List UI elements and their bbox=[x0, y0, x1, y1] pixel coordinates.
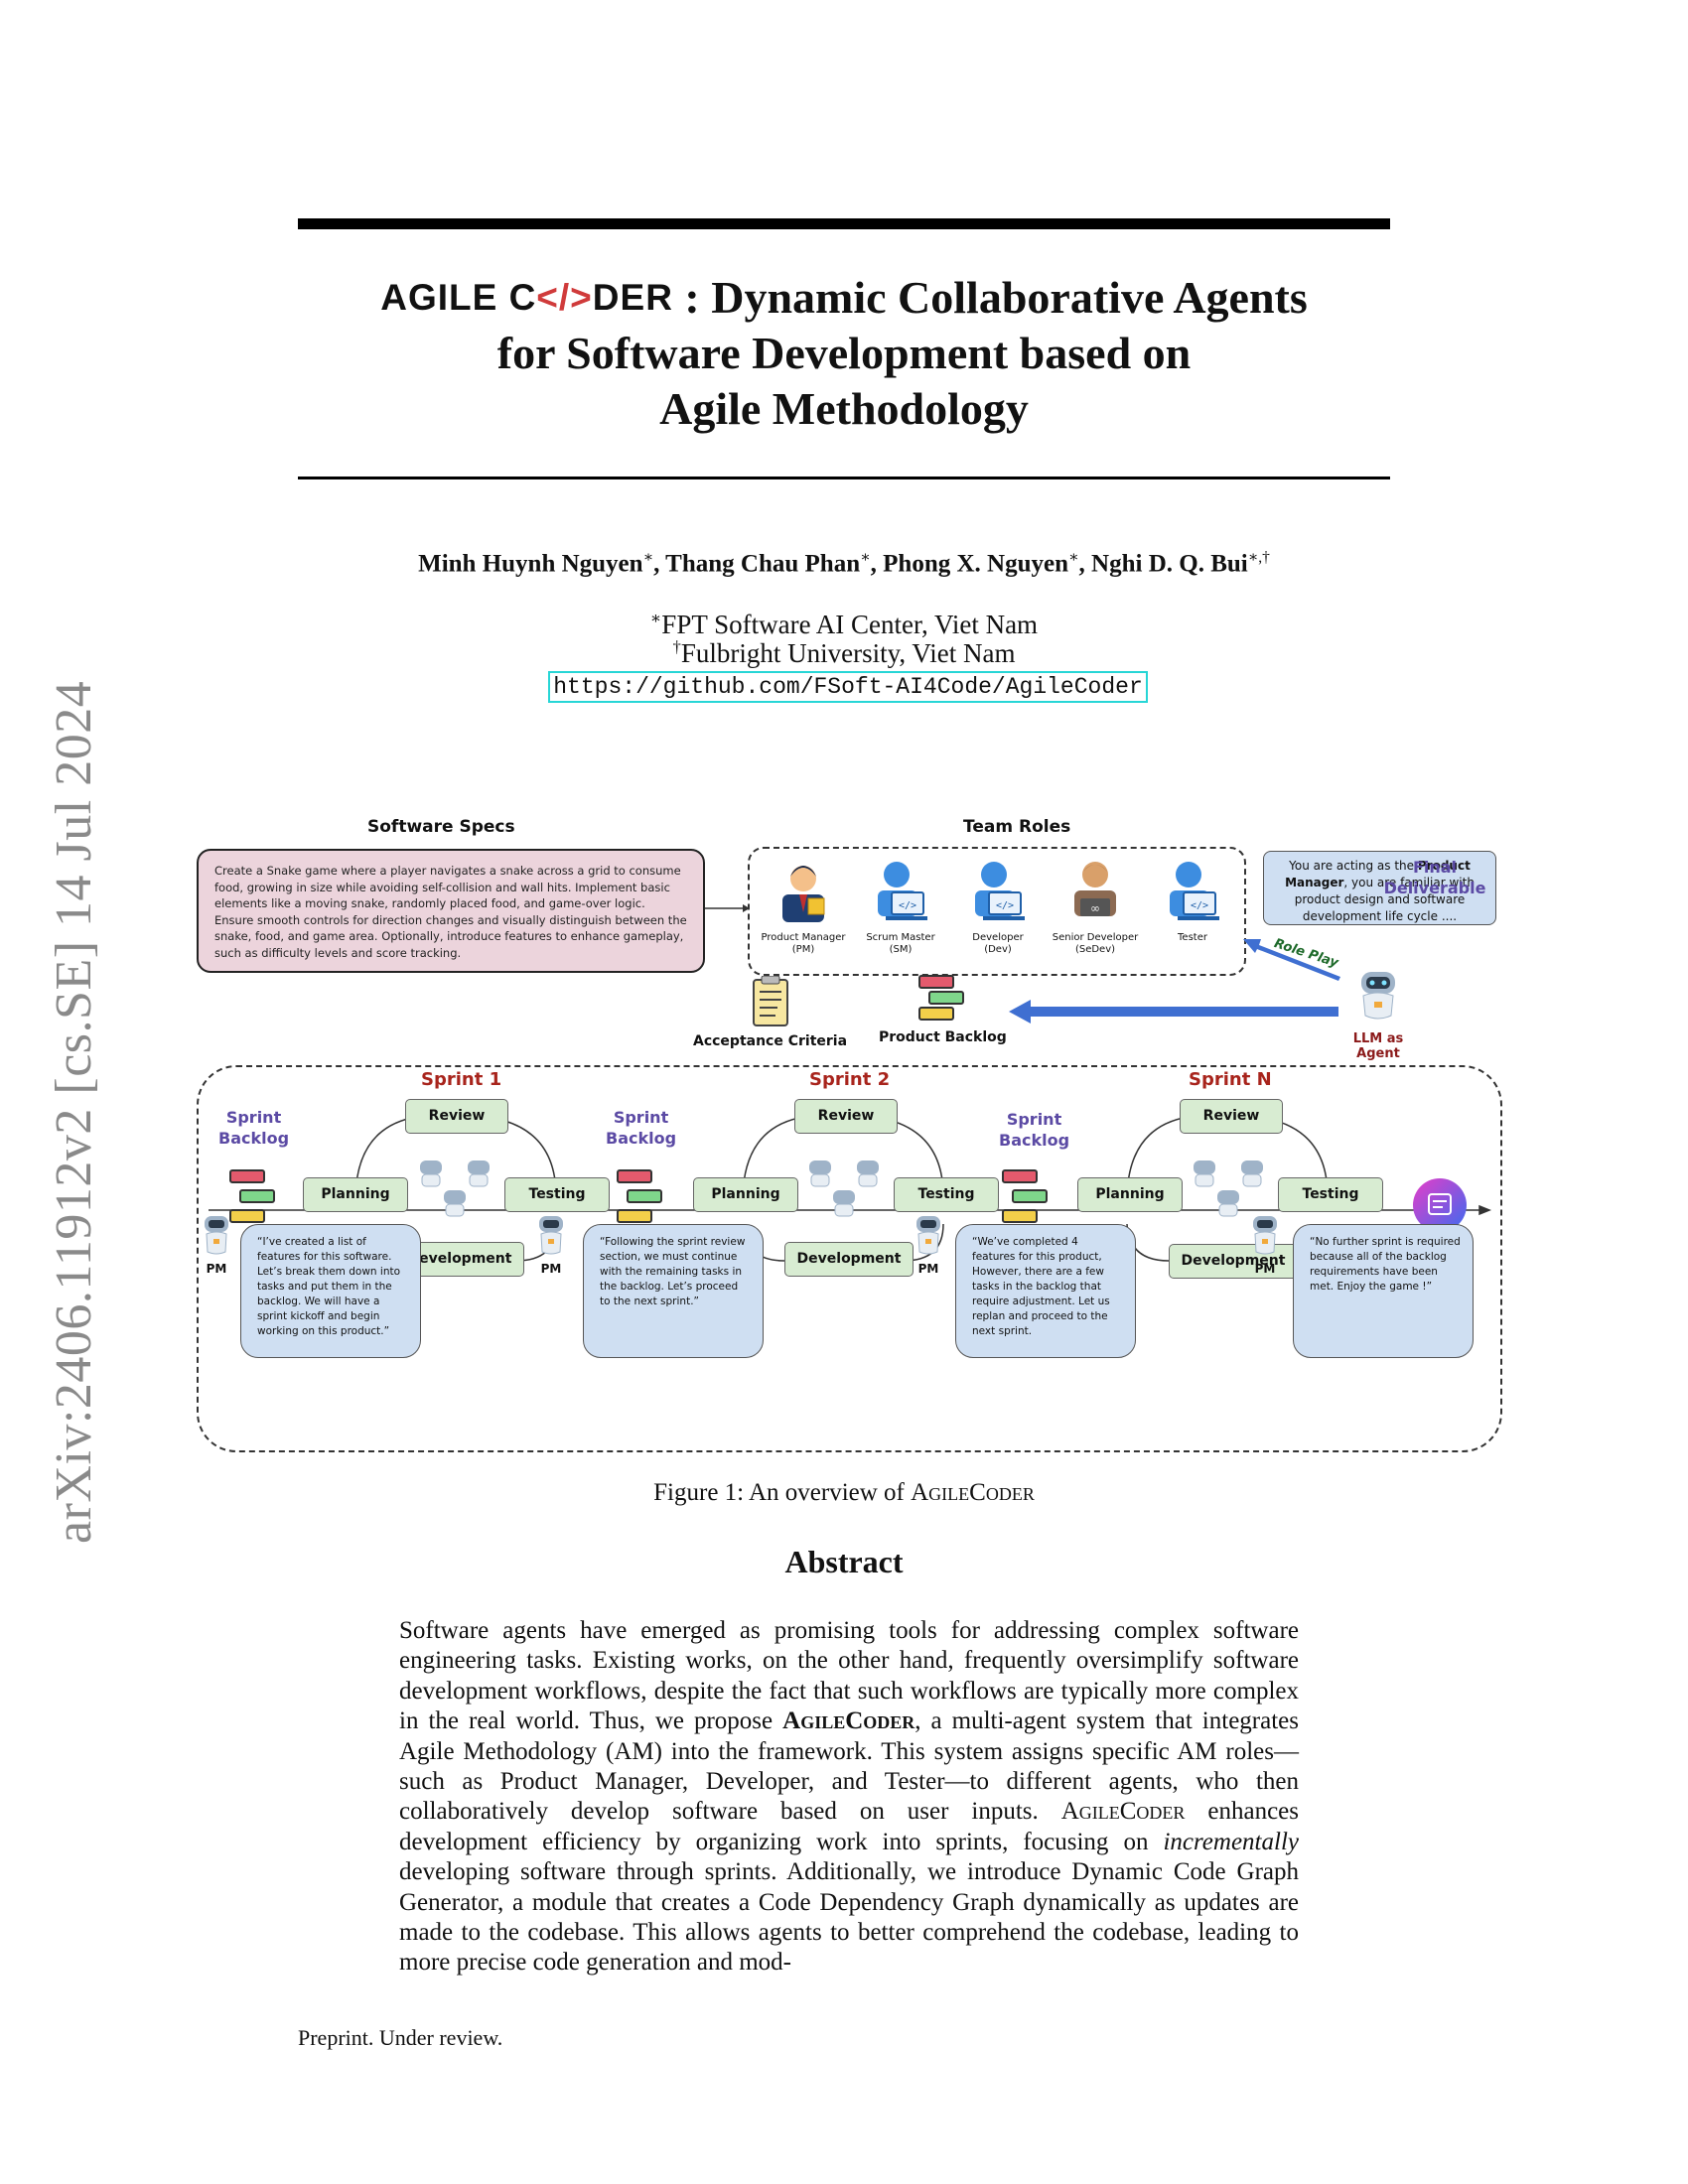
developer-icon: </> bbox=[975, 862, 1025, 920]
planning-node: Planning bbox=[303, 1177, 408, 1212]
planning-node: Planning bbox=[1077, 1177, 1183, 1212]
role-play-arrow bbox=[1243, 939, 1340, 981]
robot-icon bbox=[539, 1216, 563, 1255]
repository-link[interactable]: https://github.com/FSoft-AI4Code/AgileCo… bbox=[548, 671, 1148, 703]
robot-icon bbox=[1361, 972, 1395, 1020]
svg-text:∞: ∞ bbox=[1090, 901, 1100, 915]
title-bottom-rule bbox=[298, 477, 1390, 479]
sprint-2-title: Sprint 2 bbox=[809, 1069, 891, 1090]
llm-to-backlog-arrow bbox=[1009, 1000, 1338, 1024]
planning-node: Planning bbox=[693, 1177, 798, 1212]
pm-quote: “I’ve created a list of features for thi… bbox=[240, 1224, 421, 1358]
abstract-body: Software agents have emerged as promisin… bbox=[399, 1617, 1299, 1977]
review-node: Review bbox=[405, 1099, 508, 1134]
paper-title: AGILE C</>DER : Dynamic Collaborative Ag… bbox=[298, 270, 1390, 437]
agents-cluster-icon bbox=[809, 1160, 879, 1217]
software-specs-box: Create a Snake game where a player navig… bbox=[197, 849, 705, 973]
sprint-1-title: Sprint 1 bbox=[421, 1069, 502, 1090]
pm-agent: PM bbox=[909, 1214, 948, 1276]
author-name: Nghi D. Q. Bui bbox=[1091, 550, 1248, 578]
testing-node: Testing bbox=[1278, 1177, 1383, 1212]
arxiv-identifier: arXiv:2406.11912v2 [cs.SE] 14 Jul 2024 bbox=[46, 680, 102, 1544]
sprint-backlog-icon bbox=[229, 1169, 275, 1223]
figure-caption: Figure 1: An overview of AgileCoder bbox=[653, 1479, 1035, 1506]
affiliation-1: ∗FPT Software AI Center, Viet Nam bbox=[649, 609, 1039, 639]
robot-icon bbox=[916, 1216, 940, 1255]
role-scrum-master: </> Scrum Master(SM) bbox=[853, 855, 948, 956]
agilecoder-logo: AGILE C</>DER bbox=[380, 277, 673, 318]
agents-cluster-icon bbox=[1194, 1160, 1263, 1217]
product-manager-icon bbox=[782, 866, 825, 922]
pm-agent: PM bbox=[531, 1214, 571, 1276]
development-node: Development bbox=[784, 1242, 914, 1277]
review-node: Review bbox=[1180, 1099, 1283, 1134]
sprint-n-title: Sprint N bbox=[1189, 1069, 1272, 1090]
llm-agent: LLM as Agent bbox=[1331, 968, 1426, 1061]
testing-node: Testing bbox=[894, 1177, 999, 1212]
pm-agent: PM bbox=[197, 1214, 236, 1276]
title-line-1: : Dynamic Collaborative Agents bbox=[672, 272, 1308, 323]
role-senior-developer: ∞ Senior Developer(SeDev) bbox=[1048, 855, 1143, 956]
specs-arrow bbox=[705, 904, 750, 912]
title-line-3: Agile Methodology bbox=[659, 383, 1029, 434]
role-product-manager: Product Manager(PM) bbox=[756, 855, 851, 956]
review-node: Review bbox=[794, 1099, 898, 1134]
acceptance-criteria: Acceptance Criteria bbox=[693, 976, 847, 1049]
author-name: Thang Chau Phan bbox=[665, 550, 861, 578]
pm-agent: PM bbox=[1245, 1214, 1285, 1276]
software-specs-label: Software Specs bbox=[367, 817, 515, 837]
author-name: Minh Huynh Nguyen bbox=[418, 550, 643, 578]
testing-node: Testing bbox=[504, 1177, 610, 1212]
development-node: Development bbox=[1169, 1244, 1298, 1279]
author-name: Phong X. Nguyen bbox=[883, 550, 1068, 578]
pm-quote: “No further sprint is required because a… bbox=[1293, 1224, 1474, 1358]
role-prompt-box: You are acting as the Product Manager, y… bbox=[1263, 851, 1496, 925]
svg-text:</>: </> bbox=[1191, 900, 1208, 911]
backlog-stack-icon bbox=[918, 975, 965, 1021]
preprint-note: Preprint. Under review. bbox=[298, 2025, 503, 2050]
sprint-backlog-icon bbox=[617, 1169, 662, 1223]
title-top-rule bbox=[298, 218, 1390, 229]
sprint-backlog-icon bbox=[1002, 1169, 1048, 1223]
product-backlog: Product Backlog bbox=[879, 975, 1007, 1045]
pm-quote: “We’ve completed 4 features for this pro… bbox=[955, 1224, 1136, 1358]
tester-icon: </> bbox=[1170, 862, 1219, 920]
deliverable-icon bbox=[1413, 1178, 1467, 1232]
title-line-2: for Software Development based on bbox=[496, 328, 1192, 378]
pm-quote: “Following the sprint review section, we… bbox=[583, 1224, 764, 1358]
svg-text:</>: </> bbox=[996, 900, 1014, 911]
agents-cluster-icon bbox=[420, 1160, 490, 1217]
robot-icon bbox=[1253, 1216, 1277, 1255]
role-tester: </> Tester bbox=[1145, 855, 1240, 944]
svg-text:</>: </> bbox=[899, 900, 916, 911]
sprints-container bbox=[197, 1065, 1502, 1452]
scrum-master-icon: </> bbox=[878, 862, 927, 920]
development-node: Development bbox=[395, 1242, 524, 1277]
robot-icon bbox=[205, 1216, 228, 1255]
author-list: Minh Huynh Nguyen∗, Thang Chau Phan∗, Ph… bbox=[418, 549, 1270, 578]
role-developer: </> Developer(Dev) bbox=[950, 855, 1046, 956]
team-roles-box: Product Manager(PM) </> Scrum Master(SM)… bbox=[748, 847, 1246, 976]
abstract-heading: Abstract bbox=[784, 1544, 904, 1579]
senior-developer-icon: ∞ bbox=[1074, 862, 1116, 916]
overview-figure: Software Specs Team Roles Create a Snake… bbox=[189, 809, 1509, 1454]
team-roles-label: Team Roles bbox=[963, 817, 1071, 837]
affiliation-2: †Fulbright University, Viet Nam bbox=[672, 637, 1016, 668]
document-icon bbox=[752, 976, 788, 1026]
